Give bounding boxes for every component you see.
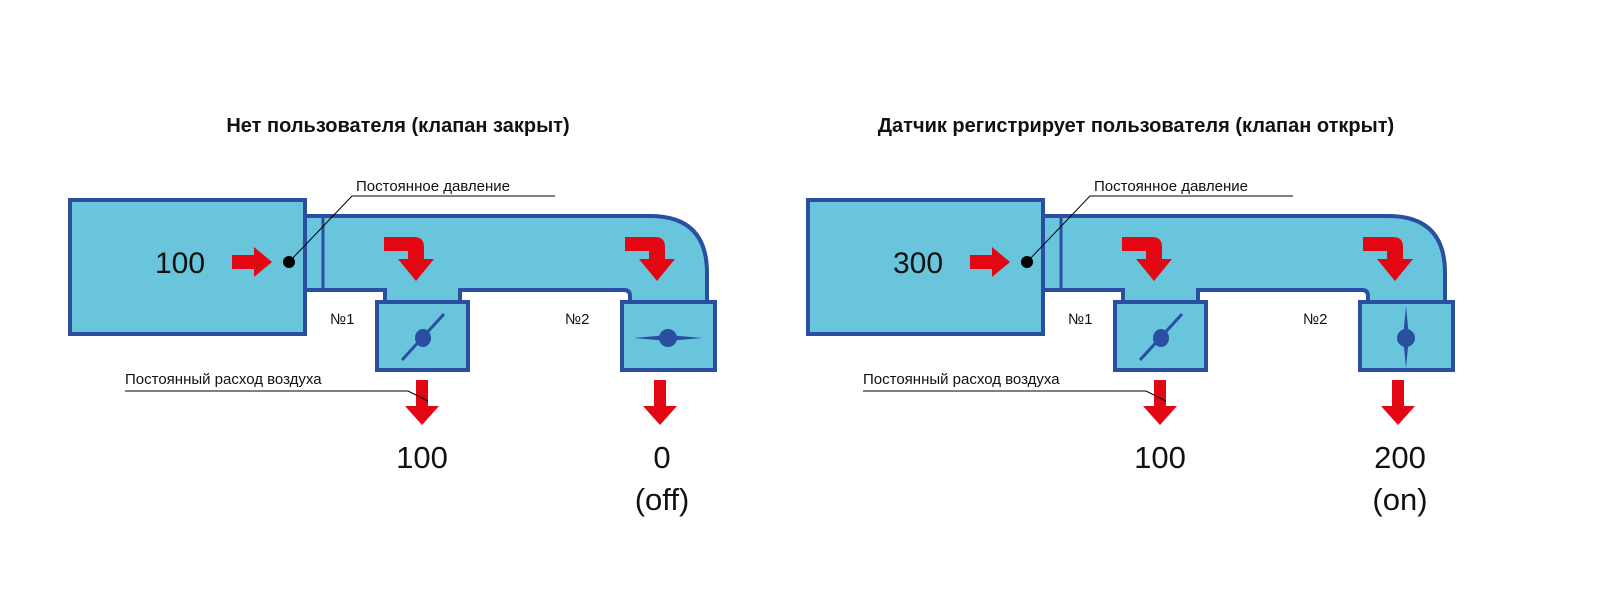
flow-label: Постоянный расход воздуха <box>863 371 1060 388</box>
flow-label: Постоянный расход воздуха <box>125 371 322 388</box>
flow-leader-line <box>125 390 429 402</box>
outflow-arrow-1 <box>1143 380 1177 425</box>
pressure-leader-line <box>288 195 555 263</box>
output-1-value: 100 <box>1134 440 1186 475</box>
valve-2-label: №2 <box>565 311 589 328</box>
pressure-label: Постоянное давление <box>1094 178 1248 195</box>
outflow-arrow-1 <box>405 380 439 425</box>
inflow-arrow <box>232 247 272 277</box>
valve-1-hub <box>1153 329 1169 347</box>
panel-title: Нет пользователя (клапан закрыт) <box>226 115 569 137</box>
valve-2-hub <box>1397 329 1415 347</box>
outflow-arrow-2 <box>1381 380 1415 425</box>
valve-2-hub <box>659 329 677 347</box>
pressure-label: Постоянное давление <box>356 178 510 195</box>
inflow-arrow <box>970 247 1010 277</box>
panel-title: Датчик регистрирует пользователя (клапан… <box>878 115 1394 137</box>
valve-1-label: №1 <box>1068 311 1092 328</box>
output-2-state: (off) <box>635 482 690 517</box>
output-2-value: 200 <box>1374 440 1426 475</box>
diagram-panel-2: Датчик регистрирует пользователя (клапан… <box>806 115 1455 517</box>
output-2-state: (on) <box>1372 482 1427 517</box>
pressure-leader-line <box>1026 195 1293 263</box>
output-2-value: 0 <box>653 440 670 475</box>
diagram-panel-1: Нет пользователя (клапан закрыт)100Посто… <box>68 115 717 517</box>
valve-1-label: №1 <box>330 311 354 328</box>
supply-chamber <box>806 198 1045 336</box>
input-value: 100 <box>155 247 205 280</box>
valve-1-hub <box>415 329 431 347</box>
valve-2-label: №2 <box>1303 311 1327 328</box>
input-value: 300 <box>893 247 943 280</box>
output-1-value: 100 <box>396 440 448 475</box>
flow-leader-line <box>863 390 1167 402</box>
outflow-arrow-2 <box>643 380 677 425</box>
